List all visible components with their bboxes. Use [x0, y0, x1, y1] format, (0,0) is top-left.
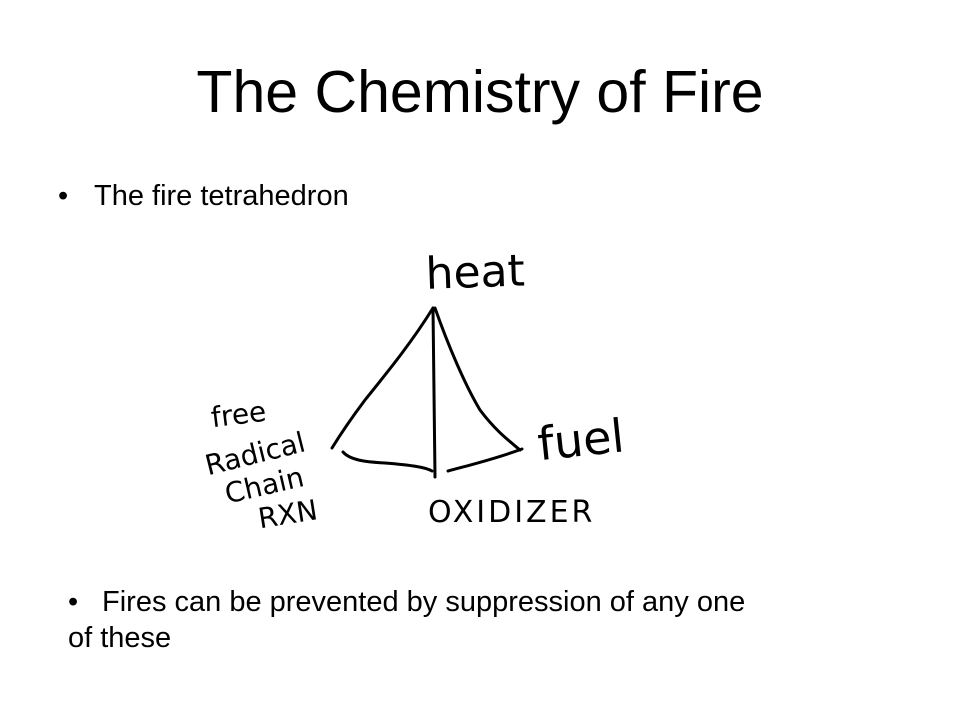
tetrahedron-center-edge — [431, 306, 437, 479]
bullet-text: The fire tetrahedron — [94, 180, 349, 212]
fire-tetrahedron-diagram: heat fuel OXIDIZER free Radical Chain RX… — [202, 245, 627, 535]
tetrahedron-bottom-left-edge — [341, 450, 434, 473]
bullet-marker: • — [68, 586, 79, 618]
label-free: free — [209, 395, 268, 434]
label-heat: heat — [425, 245, 526, 299]
label-fuel: fuel — [535, 408, 627, 471]
slide-title: The Chemistry of Fire — [196, 59, 764, 125]
tetrahedron-bottom-right-edge — [446, 447, 524, 473]
bullet-marker: • — [58, 180, 69, 212]
label-oxidizer: OXIDIZER — [428, 495, 595, 530]
tetrahedron-right-edge — [433, 306, 522, 452]
bullet-suppression: •Fires can be prevented by suppression o… — [68, 584, 768, 656]
tetrahedron-left-edge — [330, 306, 435, 450]
bullet-fire-tetrahedron: • The fire tetrahedron — [58, 178, 349, 214]
bullet-text: Fires can be prevented by suppression of… — [68, 586, 746, 654]
